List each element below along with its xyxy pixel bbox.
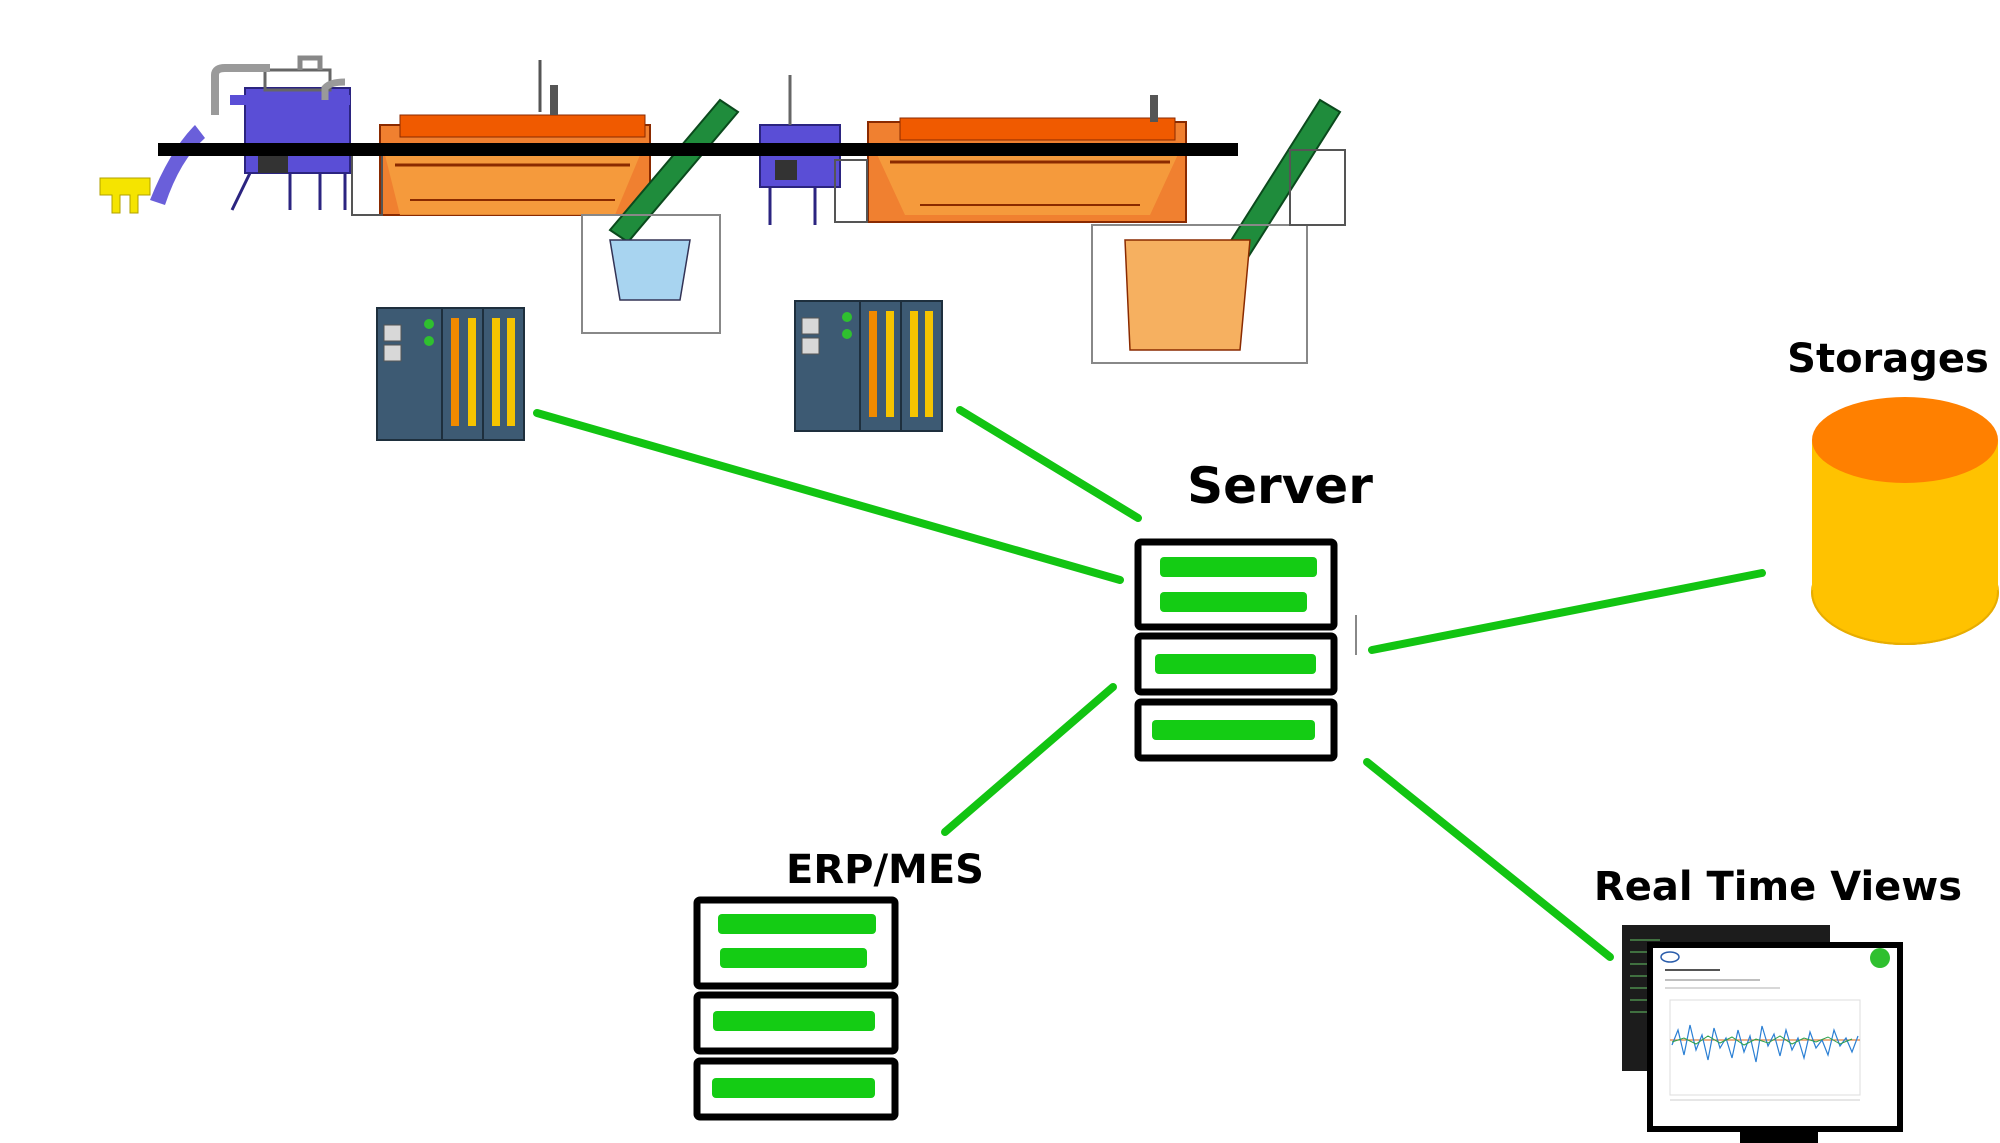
plc-cabinet-2-icon xyxy=(794,300,943,432)
furnace-2-icon xyxy=(834,95,1187,223)
link-server-storages xyxy=(1368,569,1766,654)
furnace-1-icon xyxy=(351,60,651,216)
monitor-dashboard-icon xyxy=(1622,925,1903,1143)
connections xyxy=(533,406,1766,961)
real-time-views-label: Real Time Views xyxy=(1594,864,1962,910)
link-server-erp xyxy=(941,683,1117,836)
conveyor-2-icon xyxy=(1223,98,1342,264)
link-plc2-server xyxy=(956,406,1142,522)
feeder-icon xyxy=(99,177,151,214)
link-plc1-server xyxy=(533,409,1124,584)
line-boundary-bar xyxy=(158,143,1238,156)
plc-cabinet-1-icon xyxy=(376,307,525,441)
server-rack-icon xyxy=(1134,538,1338,762)
erp-server-rack-icon xyxy=(693,896,899,1121)
erp-mes-label: ERP/MES xyxy=(786,847,984,893)
quench-tank-2-icon xyxy=(1091,149,1346,364)
washer-machine-icon xyxy=(211,55,351,211)
cursor-caret xyxy=(1355,615,1357,655)
storages-label: Storages xyxy=(1787,336,1989,382)
server-label: Server xyxy=(1187,457,1373,515)
production-line-illustration xyxy=(99,55,1346,364)
database-cylinder-icon xyxy=(1811,397,1999,645)
link-server-realtime xyxy=(1363,758,1614,961)
chute-icon xyxy=(150,125,205,205)
quench-tank-1-icon xyxy=(581,214,721,334)
